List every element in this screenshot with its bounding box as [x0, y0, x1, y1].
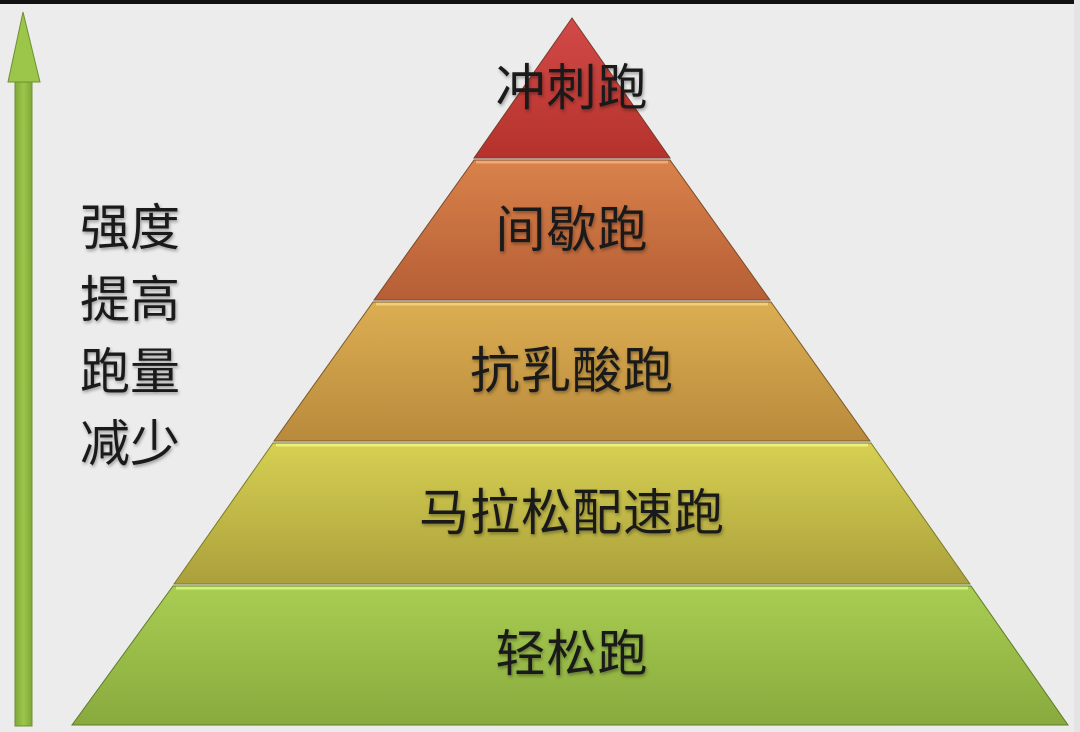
pyramid-layer-3-shape — [273, 301, 871, 442]
pyramid-label-easy: 轻松跑 — [495, 625, 649, 683]
right-border — [1074, 0, 1080, 732]
pyramid-label-interval: 间歇跑 — [495, 201, 649, 259]
pyramid-label-marathon-pace: 马拉松配速跑 — [419, 484, 725, 542]
side-label-line-2: 提高 — [80, 271, 180, 329]
arrow-up-icon — [7, 11, 41, 727]
pyramid-layer-4-shape — [173, 442, 971, 585]
pyramid-label-sprint: 冲刺跑 — [495, 59, 649, 117]
top-border — [0, 0, 1080, 4]
pyramid-layer-5-shape — [71, 585, 1069, 726]
pyramid-layer-1-shape — [473, 17, 671, 159]
pyramid-layer-2-shape — [373, 159, 771, 301]
side-label: 强度 提高 跑量 减少 — [80, 192, 210, 480]
pyramid-label-lactate: 抗乳酸跑 — [470, 342, 674, 400]
side-label-line-1: 强度 — [80, 199, 180, 257]
side-label-line-3: 跑量 — [80, 343, 180, 401]
side-label-line-4: 减少 — [80, 415, 180, 473]
